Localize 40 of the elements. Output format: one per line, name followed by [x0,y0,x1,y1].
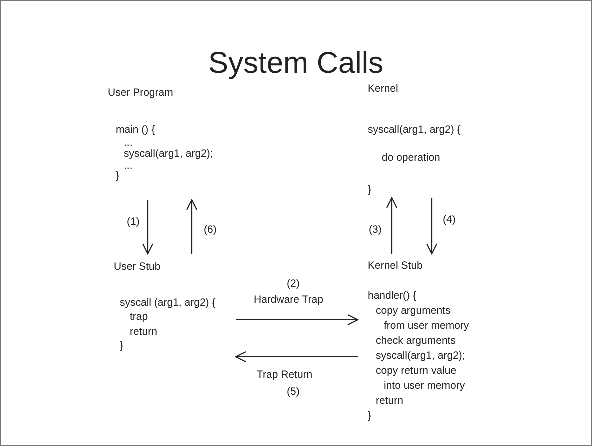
edge-label: (3) [368,224,383,236]
code-line: } [368,410,372,422]
code-line: main () { [116,124,156,136]
arrow [186,199,198,254]
code-line: ... [124,137,133,149]
edge-label: (1) [126,216,141,228]
code-line: handler() { [368,290,416,302]
edge-label: Hardware Trap [253,294,324,306]
code-line: } [120,340,124,352]
code-line: syscall (arg1, arg2) { [120,297,216,309]
code-line: trap [130,311,148,323]
code-line: syscall(arg1, arg2); [124,148,214,160]
code-line: syscall(arg1, arg2) { [368,124,461,136]
arrow [142,200,154,255]
code-line: check arguments [376,335,456,347]
arrow [386,197,398,254]
code-line: ... [124,160,133,172]
section-heading: User Stub [114,261,161,273]
code-line: copy arguments [376,305,451,317]
code-line: return [130,326,158,338]
edge-label: (4) [442,214,457,226]
slide-title: System Calls [207,46,385,82]
arrow [235,351,358,363]
section-heading: Kernel Stub [368,260,423,272]
code-line: return [376,395,404,407]
arrow [426,198,438,255]
code-line: syscall(arg1, arg2); [376,350,466,362]
arrow [236,314,359,326]
step-number: (2) [286,278,301,290]
code-line: into user memory [384,380,466,392]
edge-label: Trap Return [256,369,314,381]
code-line: do operation [382,152,440,164]
code-line: } [116,170,120,182]
code-line: } [368,184,372,196]
step-number: (5) [286,386,301,398]
edge-label: (6) [203,224,218,236]
section-heading: User Program [108,87,174,99]
section-heading: Kernel [368,83,398,95]
code-line: from user memory [384,320,470,332]
code-line: copy return value [376,365,457,377]
